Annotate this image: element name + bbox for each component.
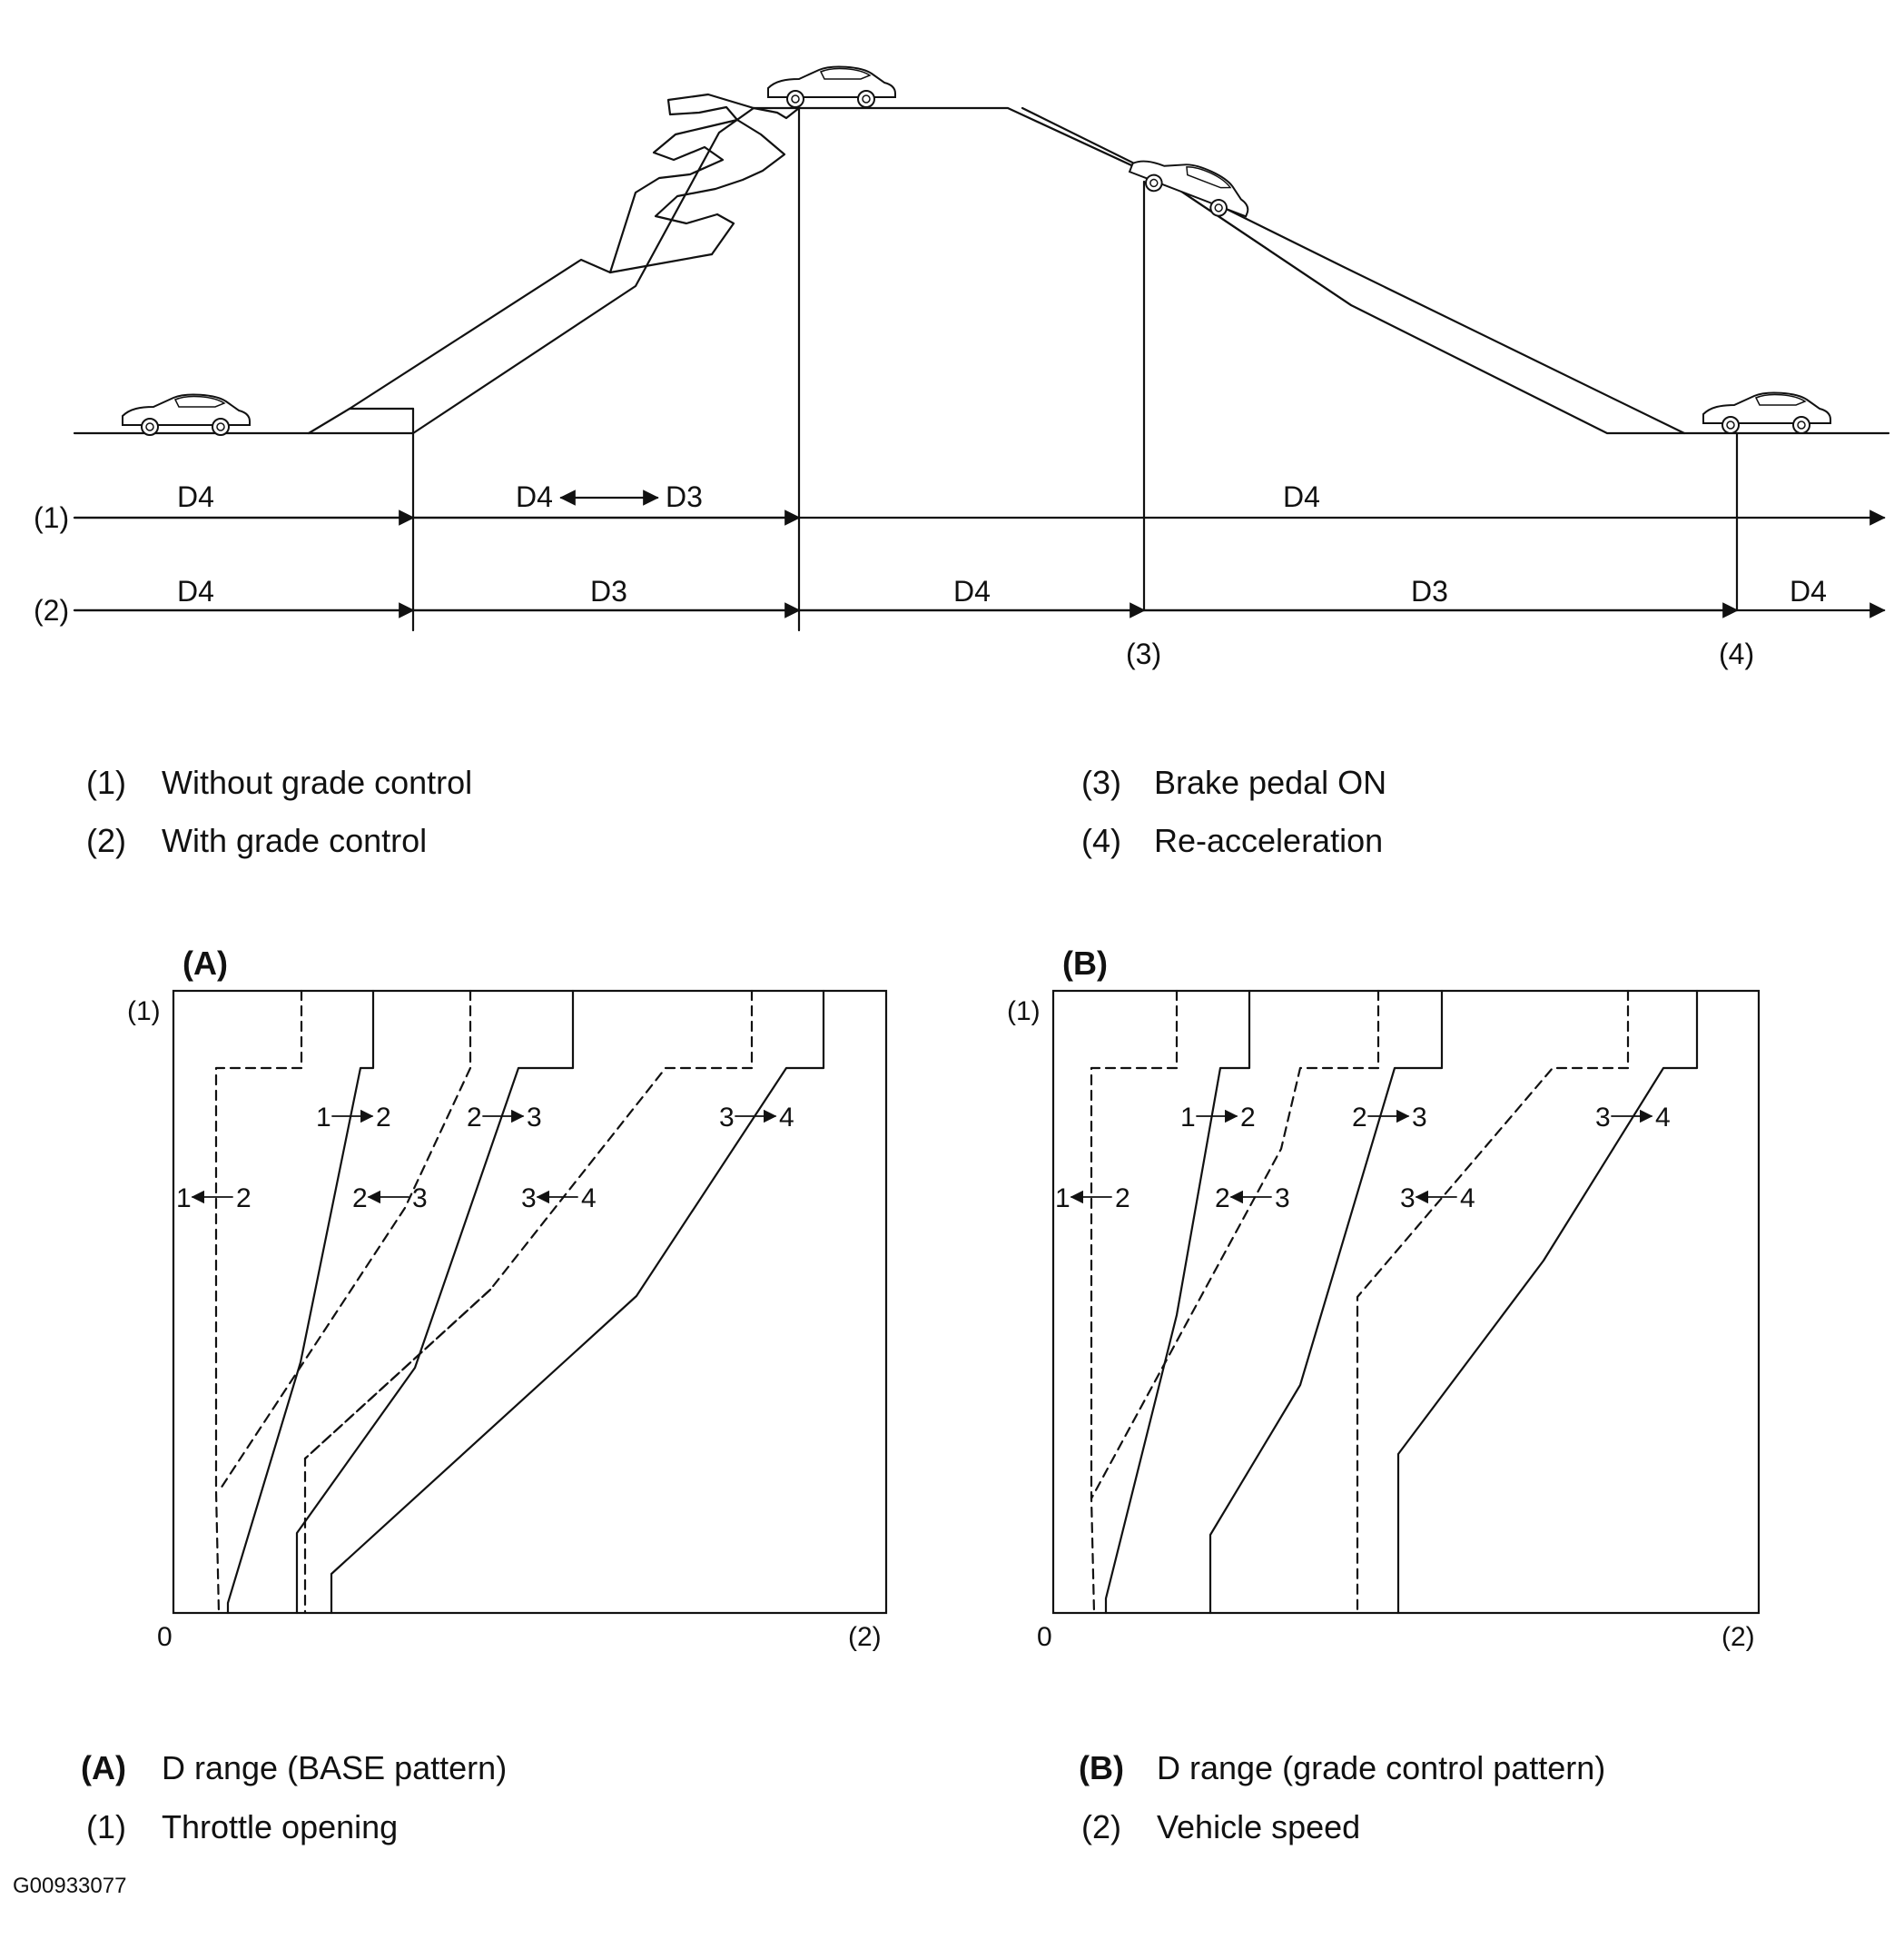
graph-a-down-1-2-from: 1 (176, 1183, 192, 1213)
graph-b-down-2-3-from: 2 (1215, 1183, 1230, 1213)
graph-a-downshift-1-2-line (214, 989, 303, 1615)
row1-seg2-to-label: D3 (666, 480, 703, 513)
legend-bottom-num-a: (A) (81, 1749, 126, 1786)
marker4-label: (4) (1719, 638, 1754, 670)
row1-seg3-label: D4 (1283, 480, 1320, 513)
graph-b-down-1-2-from: 1 (1055, 1183, 1070, 1213)
road-top-block (752, 106, 801, 120)
legend-top: (1) Without grade control (2) With grade… (86, 764, 1386, 859)
car-descending-icon (1125, 143, 1258, 227)
graph-b-up-1-2-to: 2 (1240, 1103, 1256, 1133)
legend-top-num-4: (4) (1081, 822, 1121, 859)
marker3-label: (3) (1126, 638, 1161, 670)
graph-b-upshift-labels: 1 2 2 3 3 4 (1180, 1103, 1671, 1133)
graph-a-down-1-2-to: 2 (236, 1183, 252, 1213)
legend-bottom-text-1: Throttle opening (162, 1808, 398, 1845)
graph-a-upshift-1-2-line (226, 989, 375, 1615)
graph-a-upshift-labels: 1 2 2 3 3 4 (316, 1103, 794, 1133)
car-summit-icon (767, 65, 896, 108)
row2-seg3-label: D4 (953, 575, 991, 608)
graph-b-up-1-2-from: 1 (1180, 1103, 1196, 1133)
graph-a-down-2-3-from: 2 (352, 1183, 368, 1213)
graph-a-downshift-3-4-line (303, 1288, 492, 1460)
graph-a-y-axis-tag: (1) (127, 996, 161, 1026)
figure-code: G00933077 (13, 1874, 126, 1898)
graph-a-origin: 0 (157, 1622, 173, 1652)
car-end-icon (1702, 391, 1831, 434)
graph-b-downshift-2-3-line (1090, 989, 1380, 1500)
graph-b: (B) (1) 0 (2) 1 2 2 3 3 4 1 2 2 3 (1007, 945, 1761, 1652)
road-downhill-lower-edge (1165, 180, 1353, 307)
graph-b-tag: (B) (1062, 945, 1108, 982)
graph-b-frame (1051, 989, 1761, 1615)
graph-b-up-2-3-to: 3 (1412, 1103, 1427, 1133)
graph-a: (A) (1) 0 (2) 1 2 2 3 3 4 1 2 2 3 (127, 945, 888, 1652)
graph-a-downshift-2-3-diagonal (217, 989, 472, 1493)
graph-a-frame (172, 989, 888, 1615)
graph-b-down-2-3-to: 3 (1275, 1183, 1290, 1213)
graph-b-up-2-3-from: 2 (1352, 1103, 1367, 1133)
graph-b-downshift-labels: 1 2 2 3 3 4 (1055, 1183, 1475, 1213)
graph-b-y-axis-tag: (1) (1007, 996, 1041, 1026)
legend-bottom-num-2: (2) (1081, 1808, 1121, 1845)
legend-top-text-2: With grade control (162, 822, 427, 859)
road-uphill-lower-edge (307, 407, 415, 435)
graph-a-down-3-4-from: 3 (521, 1183, 537, 1213)
legend-bottom-text-b: D range (grade control pattern) (1157, 1749, 1605, 1786)
graph-b-downshift-1-2-line (1090, 989, 1179, 1615)
car-start-icon (122, 393, 251, 436)
graph-a-up-1-2-to: 2 (376, 1103, 391, 1133)
row2-tag: (2) (34, 594, 69, 627)
row2-seg2-label: D3 (590, 575, 627, 608)
graph-a-up-3-4-from: 3 (719, 1103, 735, 1133)
graph-b-up-3-4-to: 4 (1655, 1103, 1671, 1133)
graph-a-downshift-2-3-line (303, 989, 754, 1615)
graph-b-down-1-2-to: 2 (1115, 1183, 1130, 1213)
graph-a-up-1-2-from: 1 (316, 1103, 331, 1133)
legend-bottom-num-1: (1) (86, 1808, 126, 1845)
row1-seg2-from-label: D4 (516, 480, 553, 513)
graph-b-up-3-4-from: 3 (1595, 1103, 1611, 1133)
legend-top-num-3: (3) (1081, 764, 1121, 801)
graph-b-x-axis-tag: (2) (1721, 1622, 1755, 1652)
legend-bottom-num-b: (B) (1079, 1749, 1124, 1786)
graph-a-down-2-3-to: 3 (412, 1183, 428, 1213)
road-winding-cliff-back (654, 118, 786, 256)
row1-seg1-label: D4 (177, 480, 214, 513)
graph-a-downshift-labels: 1 2 2 3 3 4 (176, 1183, 597, 1213)
graph-a-up-2-3-to: 3 (527, 1103, 542, 1133)
road-profile: (1) (2) D4 D4 D3 D4 D4 D3 D4 D3 D4 (3) (… (34, 65, 1890, 670)
legend-top-num-1: (1) (86, 764, 126, 801)
graph-b-upshift-1-2-line (1104, 989, 1251, 1615)
graph-a-upshift-2-3-line (295, 989, 575, 1615)
road-uphill-upper-edge (348, 252, 714, 411)
graph-a-upshift-3-4-line (330, 989, 825, 1615)
legend-top-num-2: (2) (86, 822, 126, 859)
legend-top-text-1: Without grade control (162, 764, 472, 801)
road-winding-cliff (608, 93, 755, 274)
legend-bottom-text-2: Vehicle speed (1157, 1808, 1360, 1845)
graph-b-downshift-3-4-line (1356, 989, 1630, 1615)
graph-b-origin: 0 (1037, 1622, 1052, 1652)
legend-bottom-text-a: D range (BASE pattern) (162, 1749, 507, 1786)
road-downhill-upper-edge (1021, 106, 1686, 435)
legend-bottom: (A) D range (BASE pattern) (1) Throttle … (81, 1749, 1605, 1845)
graph-a-x-axis-tag: (2) (848, 1622, 882, 1652)
graph-b-down-3-4-to: 4 (1460, 1183, 1475, 1213)
graph-b-down-3-4-from: 3 (1400, 1183, 1416, 1213)
graph-a-tag: (A) (183, 945, 228, 982)
row2-seg4-label: D3 (1411, 575, 1448, 608)
graph-b-upshift-3-4-line (1396, 989, 1699, 1615)
legend-top-text-4: Re-acceleration (1154, 822, 1383, 859)
graph-a-up-2-3-from: 2 (467, 1103, 482, 1133)
graph-b-upshift-2-3-line (1208, 989, 1444, 1615)
row1-tag: (1) (34, 501, 69, 534)
row2-seg1-label: D4 (177, 575, 214, 608)
graph-a-up-3-4-to: 4 (779, 1103, 794, 1133)
road-ground-line (73, 106, 1890, 435)
legend-top-text-3: Brake pedal ON (1154, 764, 1386, 801)
graph-a-down-3-4-to: 4 (581, 1183, 597, 1213)
row2-seg5-label: D4 (1790, 575, 1827, 608)
